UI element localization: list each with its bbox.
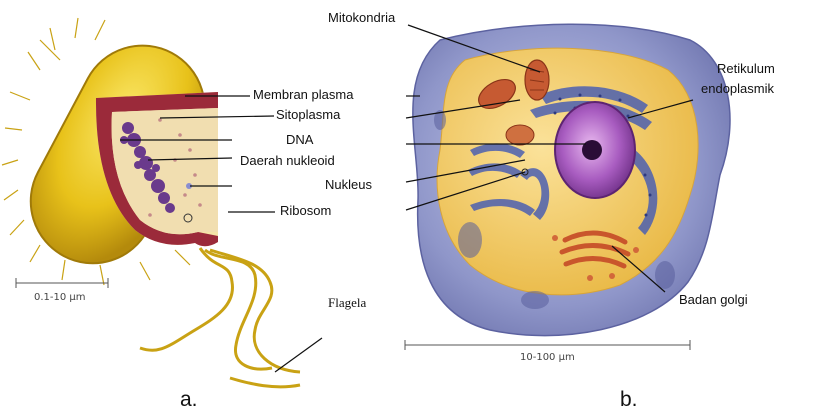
nucleolus (582, 140, 602, 160)
label-membran-plasma: Membran plasma (253, 87, 353, 102)
panel-label-b: b. (620, 388, 638, 412)
scale-bar-b (405, 340, 690, 350)
label-backing (218, 86, 403, 216)
label-flagela: Flagela (328, 295, 366, 310)
scale-label-b: 10-100 µm (520, 352, 575, 363)
label-daerah-nukleoid: Daerah nukleoid (240, 153, 335, 168)
label-ribosom: Ribosom (280, 203, 331, 218)
eukaryote-illustration (413, 24, 730, 335)
label-nukleus: Nukleus (325, 177, 372, 192)
label-dna: DNA (286, 132, 313, 147)
label-badan-golgi: Badan golgi (679, 292, 748, 307)
flagella-tail (230, 378, 300, 387)
label-retikulum-line2: endoplasmik (701, 81, 774, 96)
panel-label-a: a. (180, 388, 198, 412)
flagella (140, 248, 300, 372)
label-mitokondria: Mitokondria (328, 10, 395, 25)
label-retikulum-line1: Retikulum (717, 61, 775, 76)
scale-label-a: 0.1-10 µm (34, 292, 86, 303)
label-sitoplasma: Sitoplasma (276, 107, 340, 122)
